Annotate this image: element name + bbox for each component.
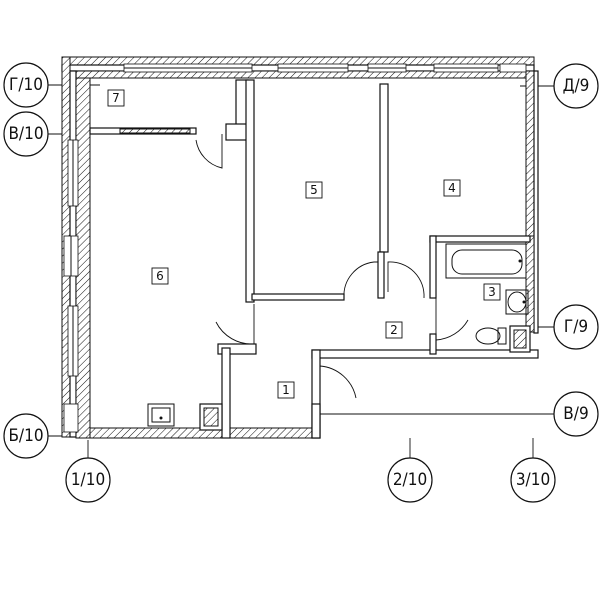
axis-label-g9: Г/9 (564, 317, 588, 337)
axis-bubble-g10: Г/10 (3, 62, 49, 108)
axis-bubble-v9: В/9 (553, 391, 599, 437)
outer-walls (61, 56, 539, 439)
room-label-3: 3 (483, 283, 501, 301)
axis-label-1-10: 1/10 (71, 470, 105, 490)
axis-bubble-g9: Г/9 (553, 304, 599, 350)
bathtub (445, 243, 527, 279)
axis-bubble-1-10: 1/10 (65, 457, 111, 503)
left-windows (63, 139, 79, 433)
doors (195, 134, 469, 404)
axis-label-v10: В/10 (8, 124, 43, 144)
top-windows (123, 63, 527, 73)
axis-bubble-2-10: 2/10 (387, 457, 433, 503)
room-number-7: 7 (112, 91, 120, 105)
room-label-7: 7 (107, 89, 125, 107)
axis-bubble-d9: Д/9 (553, 63, 599, 109)
toilet (475, 327, 507, 345)
room-number-2: 2 (390, 323, 398, 337)
axis-lines (48, 84, 556, 458)
room-number-1: 1 (282, 383, 290, 397)
axis-bubble-v10: В/10 (3, 111, 49, 157)
axis-bubble-3-10: 3/10 (510, 457, 556, 503)
room-number-6: 6 (156, 269, 164, 283)
room-label-4: 4 (443, 179, 461, 197)
room-number-3: 3 (488, 285, 496, 299)
axis-label-b10: Б/10 (8, 426, 43, 446)
axis-bubble-b10: Б/10 (3, 413, 49, 459)
sink (505, 289, 529, 315)
axis-label-v9: В/9 (563, 404, 588, 424)
room-label-2: 2 (385, 321, 403, 339)
axis-label-3-10: 3/10 (516, 470, 550, 490)
room-number-5: 5 (310, 183, 318, 197)
room-label-5: 5 (305, 181, 323, 199)
room-label-6: 6 (151, 267, 169, 285)
room-number-4: 4 (448, 181, 456, 195)
axis-label-2-10: 2/10 (393, 470, 427, 490)
axis-label-d9: Д/9 (563, 76, 590, 96)
room-label-1: 1 (277, 381, 295, 399)
axis-label-g10: Г/10 (9, 75, 43, 95)
shafts (147, 325, 531, 431)
interior-walls (89, 79, 539, 439)
